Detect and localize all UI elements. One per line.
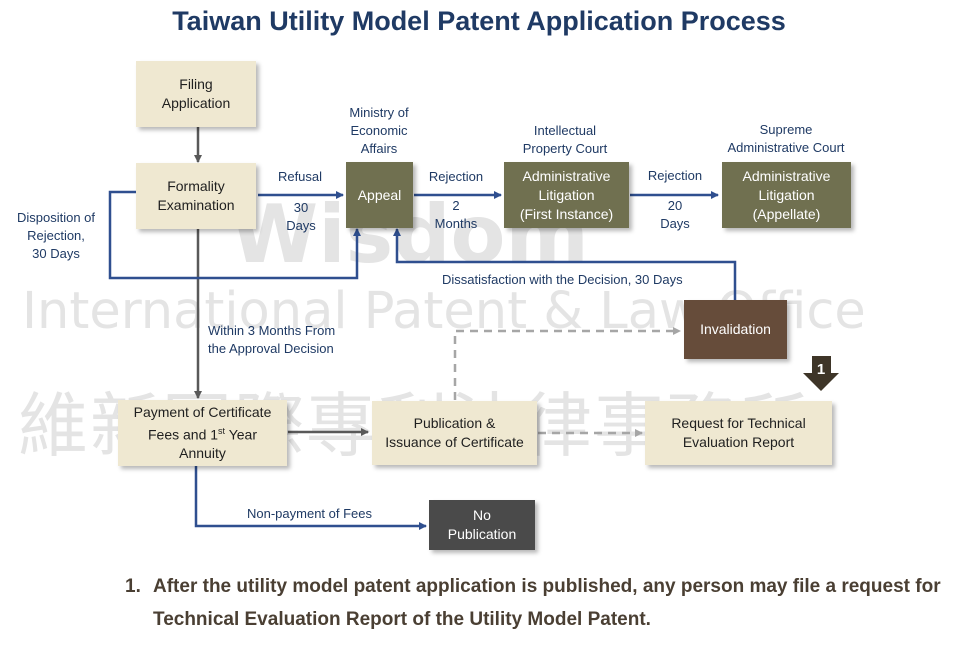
marker-arrow <box>803 356 839 391</box>
arrow-invalidation-to-appeal <box>393 228 737 300</box>
payment-box: Payment of Certificate Fees and 1st Year… <box>118 400 287 466</box>
dashed-publication-to-invalidation <box>453 327 681 400</box>
admin-litigation-appellate-box: Administrative Litigation (Appellate) <box>722 162 851 228</box>
no-publication-box: No Publication <box>429 500 535 550</box>
publication-box: Publication & Issuance of Certificate <box>372 401 537 465</box>
supreme-court-label: Supreme Administrative Court <box>727 122 845 155</box>
ministry-label: Ministry of Economic Affairs <box>349 105 409 156</box>
filing-application-box: Filing Application <box>136 61 256 127</box>
admin-litigation-first-box: Administrative Litigation (First Instanc… <box>504 162 629 228</box>
rejection-time-2: 20 Days <box>660 198 690 231</box>
arrow-payment-to-no-publication <box>194 466 427 530</box>
arrow-disposition-loop <box>108 190 361 280</box>
rejection-time-1: 2 Months <box>434 198 478 231</box>
rejection-label-1: Rejection <box>428 169 484 184</box>
appeal-box: Appeal <box>346 162 413 228</box>
technical-evaluation-box: Request for Technical Evaluation Report <box>645 401 832 465</box>
payment-text: Payment of Certificate Fees and 1 <box>133 403 272 443</box>
footnote-number: 1. <box>125 576 141 597</box>
non-payment-label: Non-payment of Fees <box>247 506 373 521</box>
footnote-text: After the utility model patent applicati… <box>153 576 941 630</box>
page-title: Taiwan Utility Model Patent Application … <box>172 6 786 36</box>
refusal-days-label: 30 Days <box>286 200 316 233</box>
ip-court-label: Intellectual Property Court <box>522 123 608 156</box>
payment-sup: st <box>218 425 226 436</box>
marker-number: 1 <box>817 361 825 378</box>
disposition-label: Disposition of Rejection, 30 Days <box>16 210 96 261</box>
within-3-months-label: Within 3 Months From the Approval Decisi… <box>208 323 336 356</box>
dissatisfaction-label: Dissatisfaction with the Decision, 30 Da… <box>442 272 683 287</box>
formality-examination-box: Formality Examination <box>136 163 256 229</box>
refusal-label: Refusal <box>277 169 323 184</box>
invalidation-box: Invalidation <box>684 300 787 359</box>
rejection-label-2: Rejection <box>647 168 703 183</box>
payment-text-end: Year Annuity <box>179 426 257 462</box>
